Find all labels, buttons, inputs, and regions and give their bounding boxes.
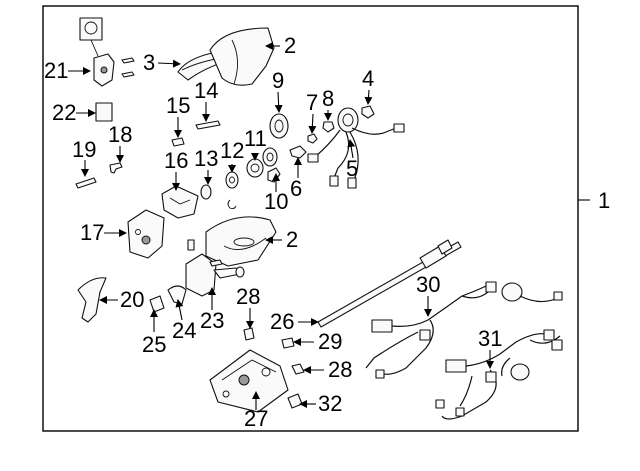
callout-15: 15 — [166, 93, 190, 118]
callout-10: 10 — [264, 189, 288, 214]
screw-18 — [109, 162, 123, 174]
callout-18: 18 — [108, 122, 132, 147]
callout-20: 20 — [120, 287, 144, 312]
callout-3: 3 — [143, 50, 155, 75]
callout-17: 17 — [80, 220, 104, 245]
wiring-harness-31 — [435, 329, 563, 420]
callout-leaders — [68, 42, 494, 410]
upper-column-shroud — [209, 27, 275, 86]
screw-19 — [75, 177, 97, 189]
callout-8: 8 — [322, 86, 334, 111]
mount-nut-28b — [291, 363, 305, 375]
lock-cylinder-housing — [79, 17, 115, 87]
shroud-screw — [187, 239, 195, 251]
callout-2-upper: 2 — [284, 33, 296, 58]
column-jacket — [209, 349, 289, 413]
turn-signal-switch — [337, 107, 359, 133]
upper-bearing — [267, 167, 281, 183]
callout-22: 22 — [52, 100, 76, 125]
callout-24: 24 — [172, 318, 196, 343]
callout-27: 27 — [244, 406, 268, 431]
callout-labels: 1 2 3 21 22 9 4 8 7 14 15 5 6 10 11 12 1… — [44, 33, 610, 431]
steering-shaft — [317, 239, 462, 328]
callout-2-lower: 2 — [286, 227, 298, 252]
mount-bolt-29 — [281, 337, 295, 349]
lock-plate — [269, 113, 289, 139]
callout-11: 11 — [244, 126, 267, 151]
callout-13: 13 — [194, 146, 218, 171]
lower-column-shroud — [205, 216, 277, 267]
lever-sleeve — [149, 295, 165, 313]
callout-12: 12 — [220, 138, 244, 163]
callout-4: 4 — [362, 66, 374, 91]
switch-harness — [307, 123, 405, 189]
mount-bolt-28a — [243, 327, 255, 341]
pivot-pin — [171, 137, 185, 147]
callout-21: 21 — [44, 58, 68, 83]
retaining-ring — [227, 199, 237, 210]
callout-31: 31 — [478, 326, 502, 351]
callout-26: 26 — [270, 309, 294, 334]
callout-23: 23 — [200, 308, 224, 333]
callout-7: 7 — [306, 90, 318, 115]
clip-8 — [322, 121, 335, 133]
bearing-race — [200, 184, 212, 200]
tilt-spring — [195, 120, 221, 130]
callout-28-lower: 28 — [328, 357, 352, 382]
tilt-lever — [77, 277, 107, 323]
callout-29: 29 — [318, 329, 342, 354]
callout-6: 6 — [290, 176, 302, 201]
lever-clip — [167, 285, 187, 305]
diagram-frame — [42, 5, 579, 432]
thrust-washer — [225, 171, 239, 189]
snap-ring-7 — [307, 133, 318, 144]
callout-25: 25 — [142, 332, 166, 357]
lower-tilt-housing — [127, 209, 165, 259]
callout-19: 19 — [72, 137, 96, 162]
switch-screw — [209, 259, 223, 267]
callout-5: 5 — [346, 156, 358, 181]
callout-30: 30 — [416, 272, 440, 297]
jacket-bolt — [287, 393, 303, 409]
ignition-module — [95, 102, 113, 122]
callout-16: 16 — [164, 148, 188, 173]
callout-32: 32 — [318, 391, 342, 416]
tilt-bracket — [161, 185, 199, 219]
thrust-spring — [246, 158, 264, 178]
callout-9: 9 — [272, 68, 284, 93]
switch-clip-4 — [361, 105, 375, 119]
callout-14: 14 — [194, 78, 218, 103]
callout-28-upper: 28 — [236, 284, 260, 309]
actuator-6 — [289, 145, 307, 159]
turn-signal-cancel-cam — [262, 147, 278, 167]
housing-screws — [121, 57, 135, 78]
callout-1: 1 — [598, 188, 610, 213]
wiring-harness-30 — [365, 281, 563, 379]
